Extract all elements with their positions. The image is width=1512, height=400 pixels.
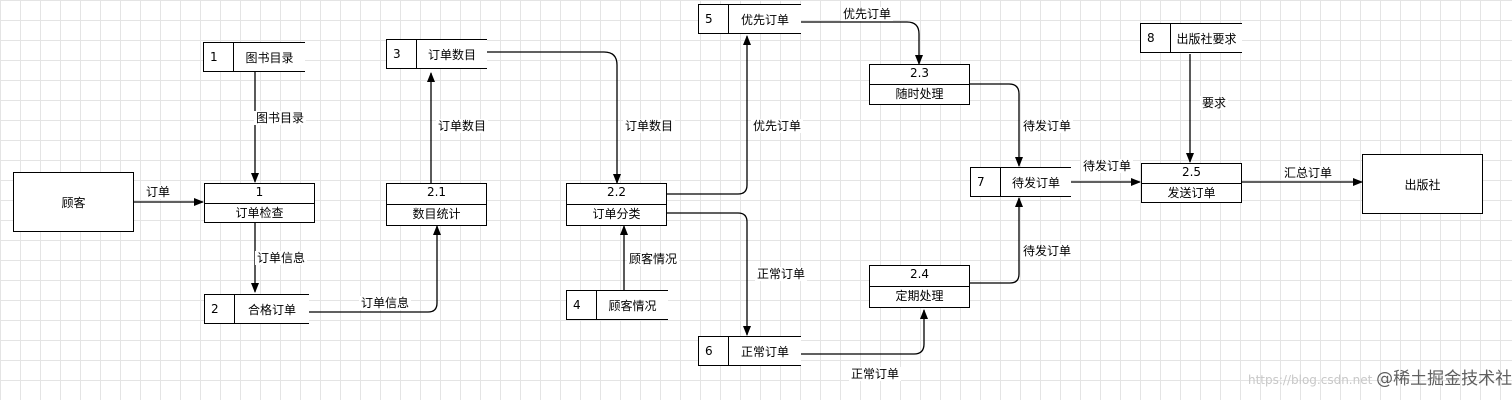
entity-customer-label: 顾客 (61, 195, 86, 210)
process-order-check: 1 订单检查 (204, 183, 315, 223)
flow-label-priority-to-anytime: 优先订单 (841, 7, 894, 21)
flow-label-catalog-to-check: 图书目录 (254, 111, 307, 125)
process-name: 订单检查 (235, 205, 284, 220)
store-id: 8 (1141, 24, 1171, 52)
store-id: 3 (387, 40, 417, 68)
watermark-brand: @稀土掘金技术社区 (1376, 369, 1512, 389)
flow-label-customer-to-check: 订单 (144, 185, 173, 199)
entity-publisher-label: 出版社 (1404, 177, 1441, 192)
store-id: 7 (971, 168, 1001, 196)
flow-label-classify-to-normal: 正常订单 (755, 267, 808, 281)
store-order-count: 3 订单数目 (386, 39, 487, 69)
store-id: 5 (699, 5, 729, 33)
store-name: 订单数目 (427, 47, 476, 62)
store-customer-info: 4 顾客情况 (566, 290, 668, 320)
store-id: 4 (567, 291, 597, 319)
flow-label-count-to-classify: 订单数目 (623, 119, 676, 133)
store-name: 图书目录 (245, 50, 294, 65)
process-name: 定期处理 (895, 289, 944, 303)
arrow-count-to-classify (487, 51, 621, 184)
process-id: 1 (205, 184, 314, 204)
process-send-order: 2.5 发送订单 (1141, 163, 1242, 203)
store-normal-orders: 6 正常订单 (698, 336, 801, 366)
flow-label-classify-to-priority: 优先订单 (751, 119, 804, 133)
store-priority-orders: 5 优先订单 (698, 4, 801, 34)
arrow-normal-to-periodic (801, 309, 928, 355)
store-publisher-requirements: 8 出版社要求 (1140, 23, 1242, 53)
store-name: 顾客情况 (608, 298, 657, 313)
flow-label-pending-to-send: 待发订单 (1081, 159, 1134, 173)
store-book-catalog: 1 图书目录 (203, 42, 305, 72)
store-name: 待发订单 (1011, 175, 1060, 190)
arrow-periodic-to-pending (969, 197, 1023, 284)
watermark-faint-url: https://blog.csdn.net (1248, 373, 1373, 387)
process-id: 2.4 (870, 266, 969, 287)
store-pending-orders: 7 待发订单 (970, 167, 1071, 197)
flow-label-stats-to-count: 订单数目 (436, 119, 489, 133)
process-count-stats: 2.1 数目统计 (386, 183, 487, 226)
process-id: 2.3 (870, 65, 969, 85)
process-id: 2.5 (1142, 164, 1241, 184)
arrow-classify-to-normal (666, 212, 751, 336)
store-name: 出版社要求 (1176, 31, 1237, 46)
process-id: 2.2 (567, 184, 666, 205)
process-name: 数目统计 (412, 207, 461, 221)
process-order-classify: 2.2 订单分类 (566, 183, 667, 226)
process-id: 2.1 (387, 184, 486, 205)
arrow-qualified-to-stats (309, 225, 441, 313)
flow-label-req-to-send: 要求 (1200, 96, 1229, 110)
process-name: 订单分类 (592, 207, 641, 221)
flow-label-qualified-to-stats: 订单信息 (359, 296, 412, 310)
flow-label-anytime-to-pending: 待发订单 (1021, 119, 1074, 133)
entity-customer: 顾客 (13, 172, 134, 232)
process-anytime-handle: 2.3 随时处理 (869, 64, 970, 105)
process-name: 随时处理 (895, 87, 944, 101)
entity-publisher: 出版社 (1362, 154, 1483, 214)
process-name: 发送订单 (1167, 185, 1216, 200)
flow-label-custinfo-to-classify: 顾客情况 (627, 252, 680, 266)
store-id: 6 (699, 337, 729, 365)
arrow-anytime-to-pending (969, 83, 1023, 167)
store-qualified-orders: 2 合格订单 (204, 294, 309, 324)
flow-label-check-to-qualified: 订单信息 (255, 251, 308, 265)
arrow-classify-to-priority (666, 35, 751, 195)
process-periodic-handle: 2.4 定期处理 (869, 265, 970, 308)
arrow-priority-to-anytime (801, 21, 923, 65)
flow-label-periodic-to-pending: 待发订单 (1021, 244, 1074, 258)
store-name: 正常订单 (740, 344, 789, 359)
store-id: 2 (205, 295, 235, 323)
flow-label-normal-to-periodic: 正常订单 (849, 367, 902, 381)
store-name: 合格订单 (247, 302, 296, 317)
store-id: 1 (204, 43, 234, 71)
flow-label-send-to-publisher: 汇总订单 (1282, 166, 1335, 180)
store-name: 优先订单 (740, 12, 789, 27)
watermark: https://blog.csdn.net @稀土掘金技术社区 (1248, 364, 1512, 389)
